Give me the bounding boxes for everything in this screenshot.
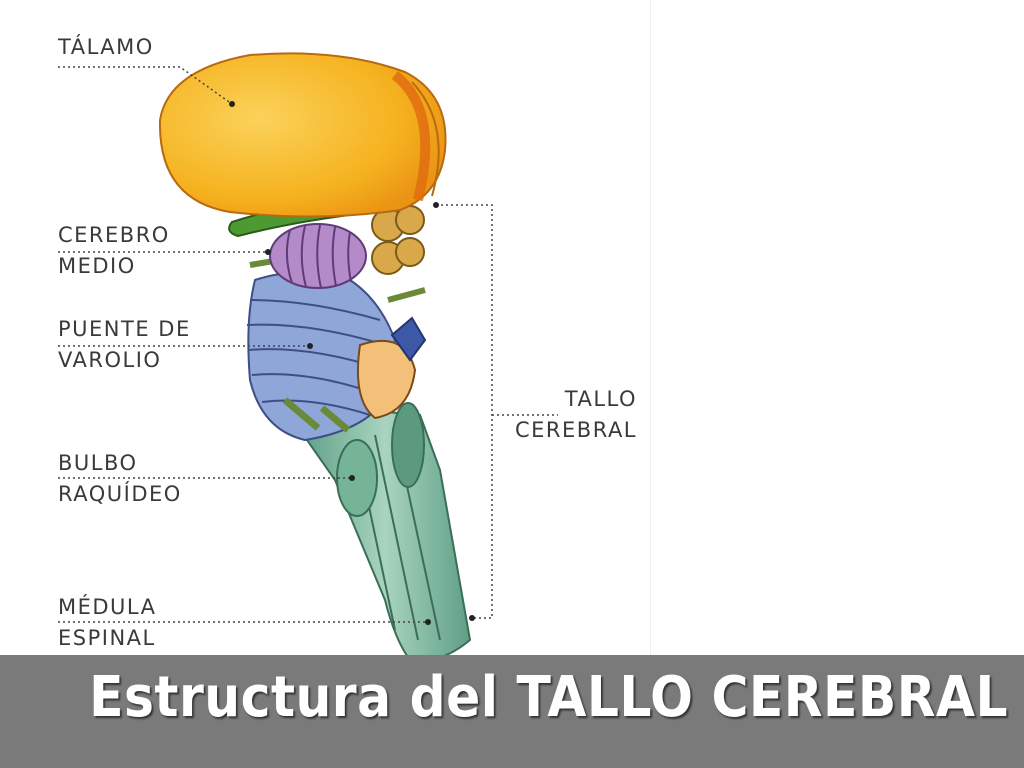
slide-title: Estructura del TALLO CEREBRAL: [89, 665, 1008, 730]
label-medula-line1: Médula: [58, 595, 157, 619]
thalamus-shape: [158, 52, 447, 218]
label-puente-line2: Varolio: [58, 348, 162, 372]
label-cerebro-medio-line1: Cerebro: [58, 223, 170, 247]
midbrain-shape: [269, 223, 367, 289]
label-talamo-text: Tálamo: [58, 35, 154, 59]
cranial-nerves: [249, 257, 426, 433]
medulla-shape: [298, 402, 472, 655]
leader-dots: [229, 101, 475, 625]
label-bulbo-line2: raquídeo: [58, 482, 182, 506]
label-bulbo-raquideo: Bulbo raquídeo: [58, 448, 182, 510]
pons-shape: [246, 271, 427, 442]
label-tallo-line1: Tallo: [564, 387, 638, 411]
label-medula-espinal: Médula espinal: [58, 592, 156, 654]
label-medula-line2: espinal: [58, 626, 156, 650]
label-cerebro-medio-line2: medio: [58, 254, 136, 278]
label-cerebro-medio: Cerebro medio: [58, 220, 170, 282]
label-talamo: Tálamo: [58, 32, 154, 63]
leader-lines: [58, 66, 558, 623]
label-tallo-line2: cerebral: [515, 418, 638, 442]
label-tallo-cerebral: Tallo cerebral: [515, 384, 637, 446]
brainstem-illustration: [58, 52, 558, 655]
label-puente-line1: Puente de: [58, 317, 191, 341]
colliculi-shape: [371, 205, 425, 275]
title-banner: [0, 655, 1024, 768]
blank-panel: [651, 0, 1024, 655]
label-puente-varolio: Puente de Varolio: [58, 314, 191, 376]
label-bulbo-line1: Bulbo: [58, 451, 138, 475]
